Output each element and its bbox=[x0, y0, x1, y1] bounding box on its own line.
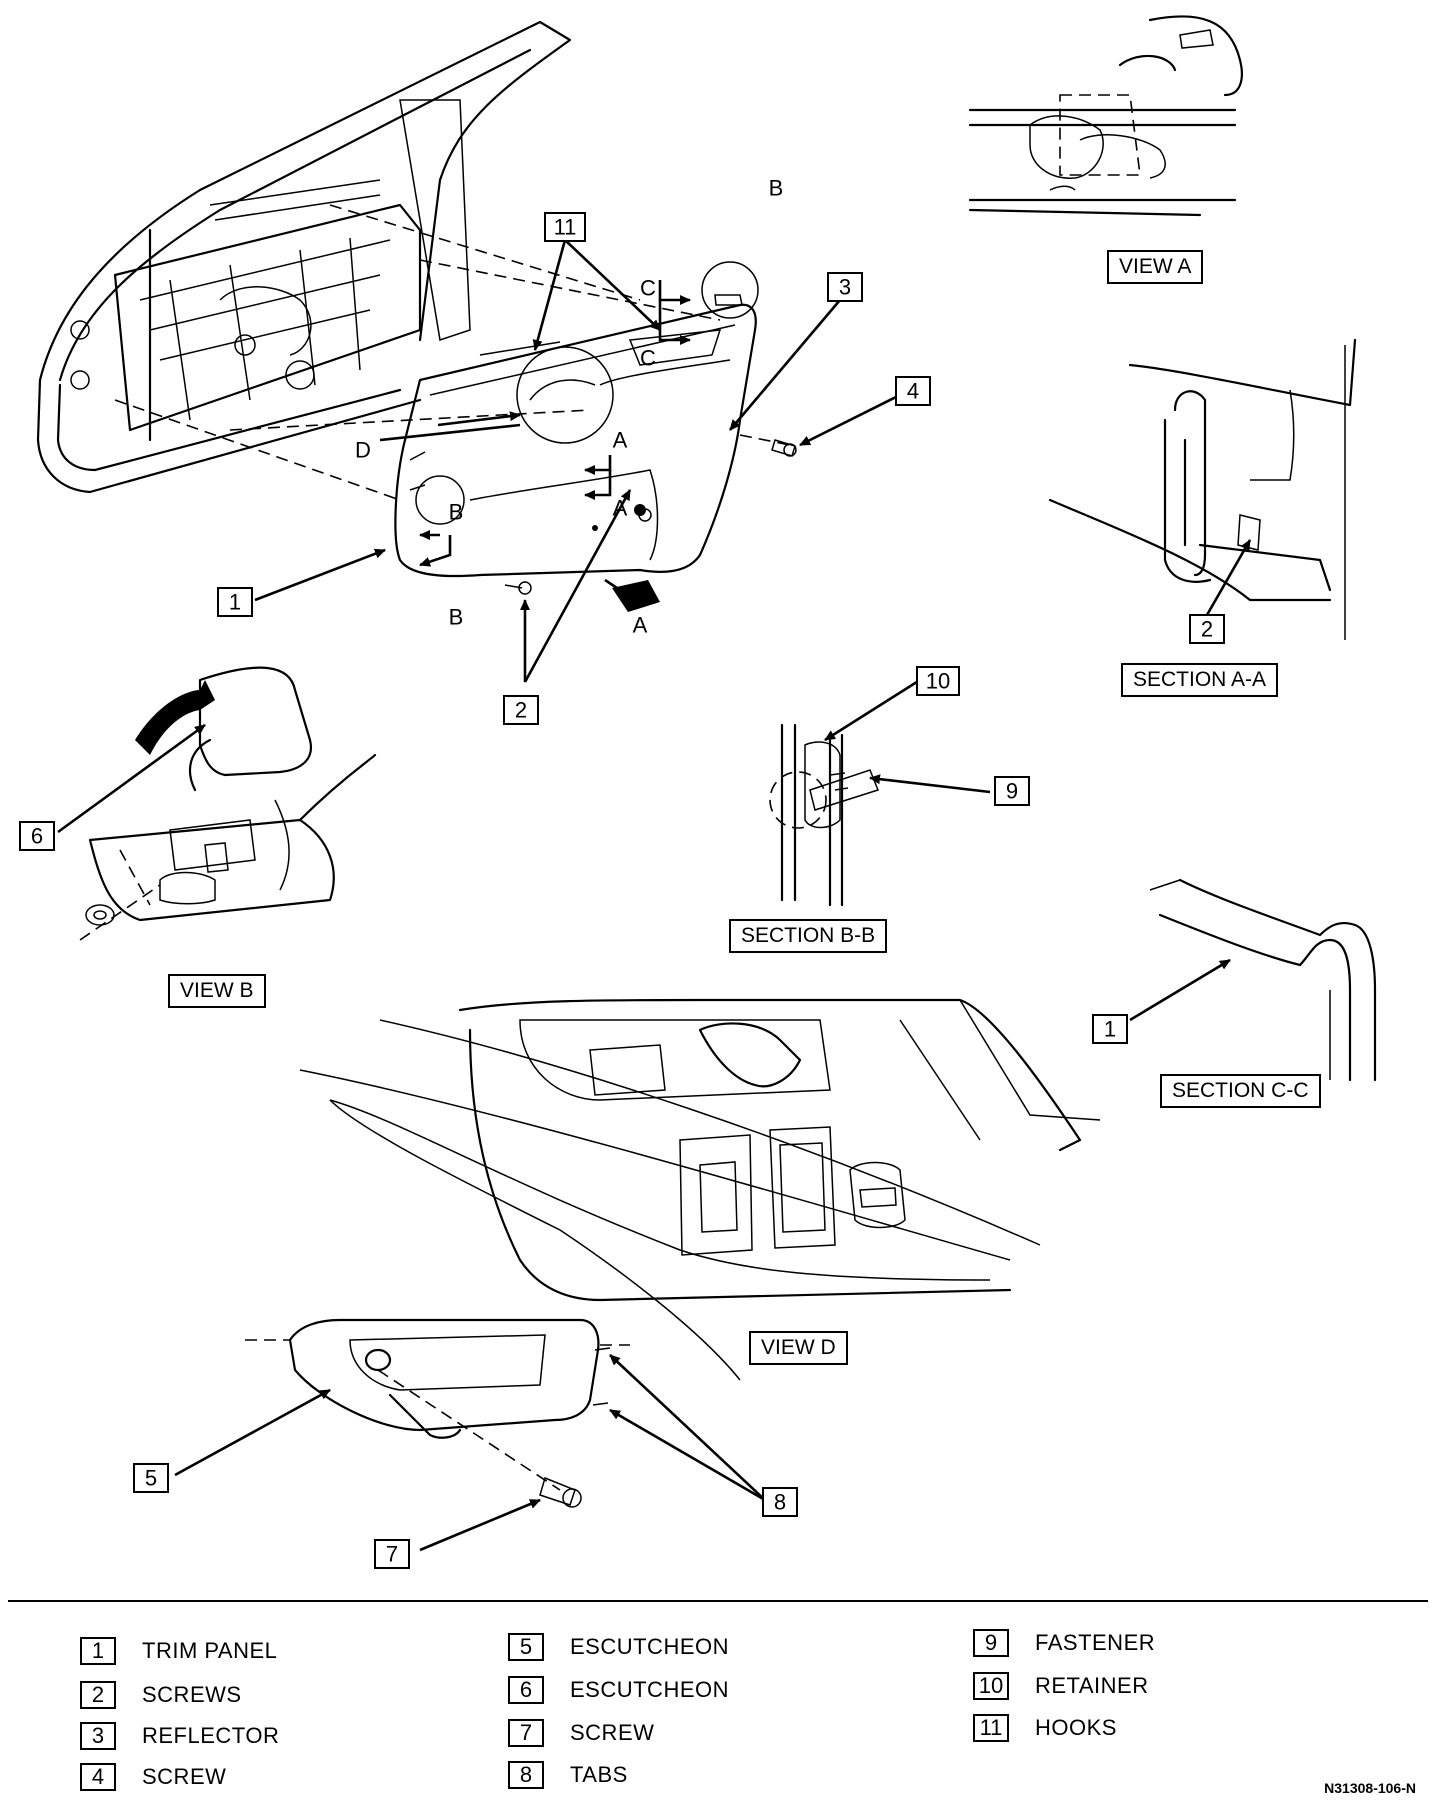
callout-2-main: 2 bbox=[503, 695, 539, 725]
callout-6-view-b: 6 bbox=[19, 821, 55, 851]
section-marks bbox=[379, 280, 691, 612]
svg-text:11: 11 bbox=[554, 215, 577, 240]
legend-number: 2 bbox=[80, 1681, 116, 1709]
callout-leaders-main bbox=[254, 239, 901, 683]
escutcheon-5-drawing bbox=[174, 1318, 766, 1552]
legend-item-9: 9 FASTENER bbox=[973, 1628, 1155, 1658]
legend-divider bbox=[8, 1600, 1428, 1602]
letter-a-upper: A bbox=[613, 428, 628, 453]
callout-3-main: 3 bbox=[827, 272, 863, 302]
legend-label: RETAINER bbox=[1035, 1673, 1149, 1698]
caption-section-a-a: SECTION A-A bbox=[1121, 663, 1279, 697]
legend-item-4: 4 SCREW bbox=[80, 1762, 226, 1792]
callout-8-tabs: 8 bbox=[762, 1487, 798, 1517]
svg-text:1: 1 bbox=[1104, 1017, 1116, 1042]
screws-2 bbox=[504, 508, 652, 595]
letter-b-arrow: B bbox=[449, 605, 464, 630]
section-b-b-drawing bbox=[769, 678, 991, 907]
legend-number: 8 bbox=[508, 1761, 544, 1789]
legend-item-6: 6 ESCUTCHEON bbox=[508, 1675, 729, 1705]
svg-text:2: 2 bbox=[515, 698, 527, 723]
caption-view-b: VIEW B bbox=[168, 974, 266, 1008]
letter-a-view-arrow: A bbox=[633, 613, 648, 638]
legend-number: 5 bbox=[508, 1633, 544, 1661]
svg-text:3: 3 bbox=[839, 275, 851, 300]
callout-1-main: 1 bbox=[217, 587, 253, 617]
letter-c-lower: C bbox=[640, 346, 656, 371]
caption-view-a: VIEW A bbox=[1107, 250, 1204, 284]
legend-item-3: 3 REFLECTOR bbox=[80, 1721, 279, 1751]
legend-label: HOOKS bbox=[1035, 1715, 1117, 1740]
legend-label: SCREWS bbox=[142, 1682, 242, 1707]
legend-label: ESCUTCHEON bbox=[570, 1634, 730, 1659]
screw-4 bbox=[771, 439, 797, 457]
callout-10-section-b: 10 bbox=[916, 666, 960, 696]
svg-text:10: 10 bbox=[926, 669, 950, 694]
section-a-a-drawing bbox=[1048, 338, 1357, 640]
letter-a-lower: A bbox=[613, 496, 628, 521]
legend-item-10: 10 RETAINER bbox=[973, 1671, 1149, 1701]
letter-c-upper: C bbox=[640, 276, 656, 301]
legend-label: SCREW bbox=[142, 1764, 227, 1789]
svg-text:5: 5 bbox=[145, 1466, 157, 1491]
legend-label: FASTENER bbox=[1035, 1630, 1156, 1655]
svg-text:1: 1 bbox=[229, 590, 241, 615]
door-inner-frame bbox=[36, 20, 572, 494]
caption-view-d: VIEW D bbox=[749, 1331, 848, 1365]
svg-text:2: 2 bbox=[1201, 617, 1213, 642]
legend-label: REFLECTOR bbox=[142, 1723, 280, 1748]
legend-number: 1 bbox=[80, 1637, 116, 1665]
letter-d: D bbox=[355, 438, 371, 463]
callout-2-section-a: 2 bbox=[1189, 539, 1252, 644]
svg-text:8: 8 bbox=[774, 1490, 786, 1515]
legend-number: 4 bbox=[80, 1763, 116, 1791]
view-d-drawing bbox=[299, 998, 1101, 1381]
legend-number: 10 bbox=[973, 1672, 1009, 1700]
legend-number: 9 bbox=[973, 1629, 1009, 1657]
section-c-c-drawing bbox=[1129, 878, 1377, 1082]
legend-item-7: 7 SCREW bbox=[508, 1718, 654, 1748]
svg-text:6: 6 bbox=[31, 824, 43, 849]
callout-1-section-c: 1 bbox=[1092, 1014, 1128, 1044]
callout-4-main: 4 bbox=[895, 376, 931, 406]
callout-11-main: 11 bbox=[544, 212, 586, 242]
legend-label: ESCUTCHEON bbox=[570, 1677, 730, 1702]
letter-b-top: B bbox=[769, 176, 784, 201]
legend-item-8: 8 TABS bbox=[508, 1760, 628, 1790]
legend-item-11: 11 HOOKS bbox=[973, 1713, 1117, 1743]
caption-section-b-b: SECTION B-B bbox=[729, 919, 888, 953]
legend-item-1: 1 TRIM PANEL bbox=[80, 1636, 277, 1666]
callout-7-screw: 7 bbox=[374, 1539, 410, 1569]
legend-number: 11 bbox=[973, 1714, 1009, 1742]
view-b-drawing bbox=[57, 666, 377, 941]
legend-number: 7 bbox=[508, 1719, 544, 1747]
legend-label: TABS bbox=[570, 1762, 628, 1787]
legend-number: 3 bbox=[80, 1722, 116, 1750]
callout-5-escutcheon: 5 bbox=[133, 1463, 169, 1493]
svg-text:7: 7 bbox=[386, 1542, 398, 1567]
legend-item-2: 2 SCREWS bbox=[80, 1680, 242, 1710]
svg-text:9: 9 bbox=[1006, 779, 1018, 804]
trim-panel bbox=[394, 261, 759, 578]
callout-9-section-b: 9 bbox=[994, 776, 1030, 806]
caption-section-c-c: SECTION C-C bbox=[1160, 1074, 1321, 1108]
legend-number: 6 bbox=[508, 1676, 544, 1704]
letter-b-circle: B bbox=[449, 500, 464, 525]
svg-text:4: 4 bbox=[907, 379, 919, 404]
view-a-drawing bbox=[968, 15, 1243, 217]
legend-label: TRIM PANEL bbox=[142, 1638, 278, 1663]
legend-label: SCREW bbox=[570, 1720, 655, 1745]
figure-code: N31308-106-N bbox=[1324, 1780, 1416, 1796]
legend-item-5: 5 ESCUTCHEON bbox=[508, 1632, 729, 1662]
